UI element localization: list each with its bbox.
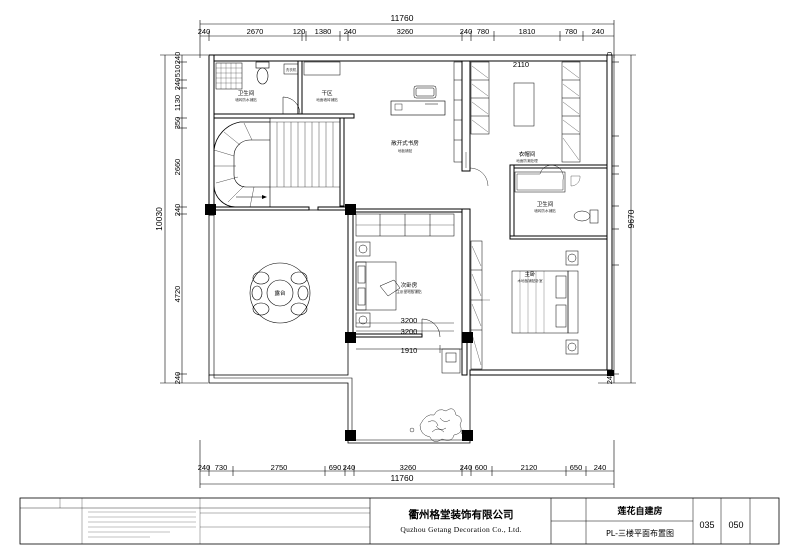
dim-label: 240	[173, 204, 182, 217]
dim-label: 4720	[173, 286, 182, 303]
room-sub: 主卧室地板铺贴	[396, 289, 422, 294]
lower-corridor	[356, 345, 467, 376]
drawing-title: PL-三楼平面布置图	[606, 528, 674, 538]
dim-label: 120	[293, 27, 306, 36]
walls	[205, 54, 614, 444]
dim-label: 2110	[513, 60, 529, 69]
room-sub: 墙砖防水铺贴	[534, 208, 556, 213]
top-total-dim: 11760	[390, 13, 413, 23]
room-name: 主卧	[524, 270, 536, 278]
room-name: 露台	[274, 289, 286, 297]
chair-icon	[413, 85, 437, 99]
master-bedroom	[470, 240, 579, 370]
drawing-number: 035	[699, 520, 714, 530]
left-total-dim: 10030	[154, 207, 164, 231]
open-study: 敞开式书房 地板铺贴	[390, 61, 463, 163]
dim-label: 240	[343, 463, 356, 472]
left-dims: 240 510 240 1130 350 2660 240 4720 240	[173, 52, 182, 385]
dim-label: 3260	[400, 463, 417, 472]
dim-label: 1380	[315, 27, 332, 36]
room-sub: 地面防潮处理	[516, 158, 538, 163]
room-name: 衣帽间	[519, 150, 536, 158]
top-dims: 240 2670 120 1380 240 3260 240 780 1810 …	[198, 27, 605, 36]
dim-label: 3200	[401, 316, 418, 325]
dim-label: 240	[198, 27, 211, 36]
bottom-total-dim: 11760	[390, 473, 413, 483]
bathroom-2	[514, 164, 599, 224]
dry-area: 洗衣机 干区 地面墙砖铺贴	[283, 61, 341, 102]
room-sub: 木地板铺贴卧室	[517, 278, 543, 283]
dim-label: 3200	[401, 327, 418, 336]
dim-label: 240	[594, 463, 607, 472]
bathroom-1: 卫生间 墙砖防水铺贴	[215, 61, 301, 115]
dim-label: 3260	[397, 27, 414, 36]
toilet-icon	[255, 61, 270, 85]
plant-icon	[409, 408, 466, 442]
company-name-en: Quzhou Getang Decoration Co., Ltd.	[400, 525, 521, 534]
second-bedroom	[355, 213, 455, 332]
right-total-dim: 9670	[626, 209, 636, 228]
dim-label: 1810	[519, 27, 536, 36]
dim-label: 240	[198, 463, 211, 472]
sheet-count: 050	[728, 520, 743, 530]
dim-label: 350	[173, 117, 182, 130]
dim-label: 510	[173, 65, 182, 78]
dim-label: 240	[605, 372, 614, 385]
dim-label: 240	[344, 27, 357, 36]
washer-label: 洗衣机	[286, 67, 297, 72]
bottom-dims: 240 730 2750 690 240 3260 240 600 2120 6…	[198, 463, 607, 472]
room-sub: 地面墙砖铺贴	[316, 97, 338, 102]
dim-label: 240	[592, 27, 605, 36]
room-name: 次卧房	[401, 281, 418, 289]
dim-label: 2750	[271, 463, 288, 472]
dim-label: 1130	[173, 95, 182, 111]
dim-label: 2660	[173, 159, 182, 176]
room-name: 卫生间	[537, 200, 554, 208]
dim-label: 600	[475, 463, 488, 472]
company-name: 衢州格堂装饰有限公司	[409, 508, 514, 521]
dim-label: 690	[329, 463, 342, 472]
title-block: 衢州格堂装饰有限公司 Quzhou Getang Decoration Co.,…	[19, 497, 780, 545]
room-sub: 地板铺贴	[398, 148, 413, 153]
dim-label: 240	[460, 27, 473, 36]
project-name: 莲花自建房	[617, 505, 662, 517]
room-name: 干区	[321, 90, 333, 97]
dimension-lines	[160, 20, 636, 488]
dim-label: 1910	[401, 346, 418, 355]
spiral-staircase	[213, 118, 340, 208]
dim-label: 780	[565, 27, 578, 36]
dim-label: 240	[173, 372, 182, 385]
room-name: 卫生间	[238, 89, 255, 97]
toilet-icon	[573, 209, 599, 224]
walk-in-closet: 2110	[465, 60, 581, 187]
dim-label: 650	[570, 463, 583, 472]
dim-label: 240	[173, 78, 182, 91]
dim-label: 240	[173, 52, 182, 65]
dim-label: 730	[215, 463, 228, 472]
room-name: 敞开式书房	[391, 139, 419, 147]
terrace-table-set	[249, 262, 311, 324]
dim-label: 2120	[521, 463, 538, 472]
dim-label: 2670	[247, 27, 264, 36]
room-sub: 墙砖防水铺贴	[235, 97, 257, 102]
dim-label: 780	[477, 27, 490, 36]
dim-label: 240	[460, 463, 473, 472]
